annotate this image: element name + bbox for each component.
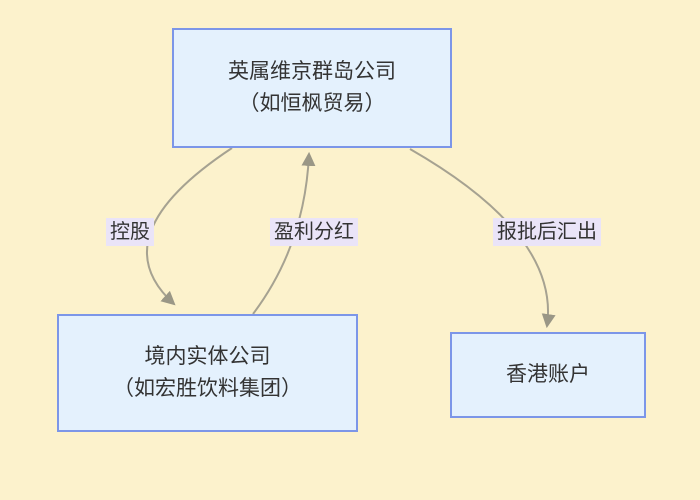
node-onshore-subtitle: （如宏胜饮料集团） [113, 377, 302, 400]
node-hk-account: 香港账户 [450, 332, 646, 418]
node-bvi-title: 英属维京群岛公司 [228, 60, 396, 83]
edge-label-holding: 控股 [106, 218, 154, 246]
edge-label-dividend: 盈利分红 [270, 218, 358, 246]
edge-label-remit: 报批后汇出 [493, 218, 601, 246]
node-hk-title: 香港账户 [506, 363, 590, 386]
node-bvi-subtitle: （如恒枫贸易） [238, 92, 386, 115]
node-onshore-company: 境内实体公司 （如宏胜饮料集团） [57, 314, 358, 432]
node-bvi-company: 英属维京群岛公司 （如恒枫贸易） [172, 28, 452, 148]
edge-holding [146, 147, 233, 306]
node-onshore-title: 境内实体公司 [144, 345, 271, 368]
